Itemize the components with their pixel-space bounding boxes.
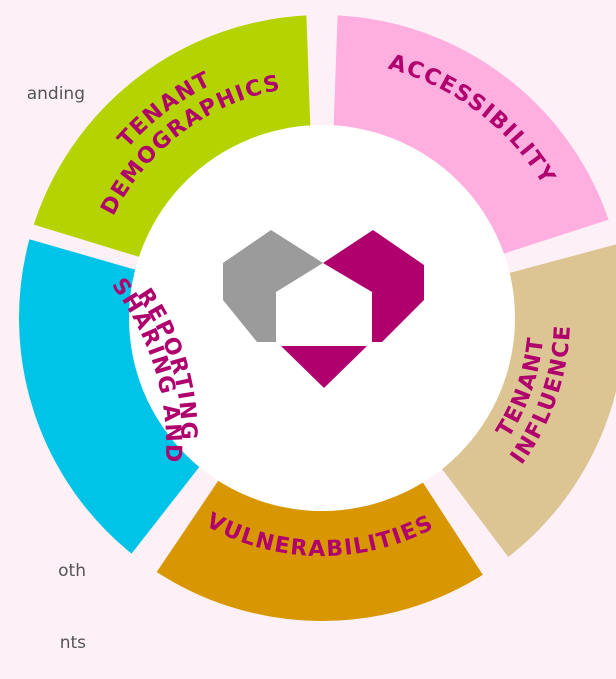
background-text-line: nts (59, 633, 86, 653)
logo-magenta-shape (323, 230, 424, 342)
house-heart-icon (223, 230, 424, 388)
logo-point-shape (281, 346, 367, 388)
wheel-center (129, 125, 515, 511)
background-text-line: oth (58, 561, 86, 581)
wheel-segments (9, 5, 616, 624)
segment-wheel: TENANT DEMOGRAPHICS ACCESSIBILITY TENANT… (9, 5, 616, 624)
background-text-line: anding (26, 84, 85, 104)
logo-grey-shape (223, 230, 323, 342)
